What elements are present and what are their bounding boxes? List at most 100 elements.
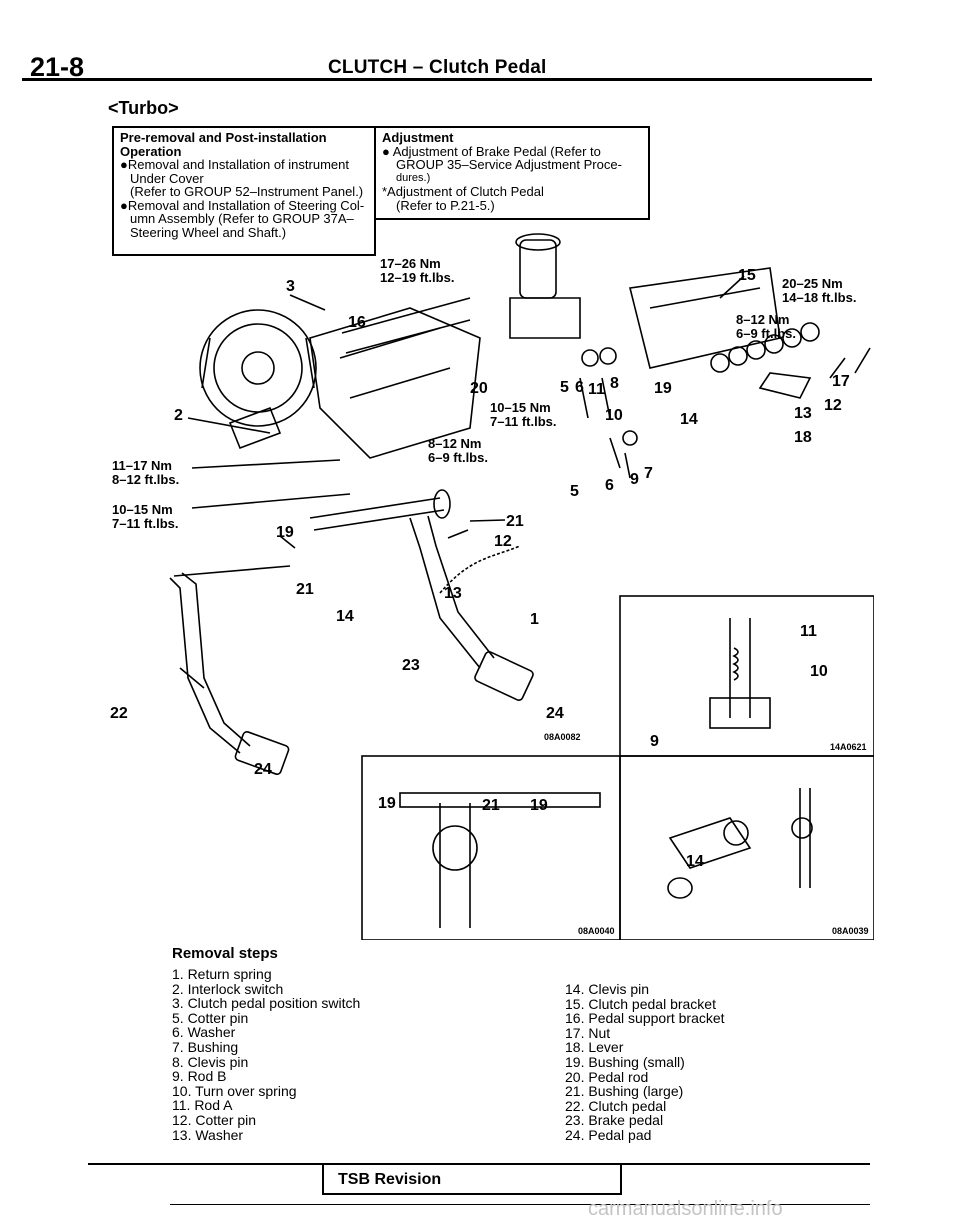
callout-number: 24 (254, 761, 272, 778)
torque-label: 7–11 ft.lbs. (112, 516, 178, 531)
figure-code: 08A0082 (544, 732, 581, 742)
callout-number: 13 (794, 405, 812, 422)
adjustment-line: GROUP 35–Service Adjustment Proce- (396, 157, 622, 172)
callout-number: 20 (470, 380, 488, 397)
callout-number: 19 (654, 380, 672, 397)
removal-step: 20. Pedal rod (565, 1068, 649, 1085)
adjustment-line: dures.) (396, 171, 431, 184)
pre-removal-box: Pre-removal and Post-installation Operat… (112, 126, 376, 256)
adjustment-line: ● Adjustment of Brake Pedal (Refer to (382, 143, 601, 159)
torque-label: 11–17 Nm (112, 458, 172, 473)
removal-step: 7. Bushing (172, 1038, 239, 1055)
figure-code: 08A0039 (832, 926, 869, 936)
removal-step: 18. Lever (565, 1039, 624, 1056)
torque-label: 7–11 ft.lbs. (490, 414, 556, 429)
pre-removal-line: (Refer to GROUP 52–Instrument Panel.) (130, 184, 364, 199)
removal-steps-right: 14. Clevis pin 15. Clutch pedal bracket … (565, 982, 725, 1143)
pre-removal-line: umn Assembly (Refer to GROUP 37A– (130, 211, 354, 226)
callout-number: 15 (738, 267, 756, 284)
callout-number: 17 (832, 373, 850, 390)
callout-number: 9 (630, 471, 639, 488)
removal-step: 12. Cotter pin (172, 1111, 257, 1128)
callout-number: 18 (794, 429, 812, 446)
callout-number: 22 (110, 705, 128, 722)
removal-step: 6. Washer (172, 1024, 236, 1041)
callout-number: 14 (686, 853, 704, 870)
callout-number: 14 (336, 608, 354, 625)
callout-number: 8 (610, 375, 619, 392)
callout-number: 1 (530, 611, 539, 628)
removal-step: 15. Clutch pedal bracket (565, 995, 716, 1012)
torque-label: 8–12 Nm (736, 312, 789, 327)
torque-label: 8–12 Nm (428, 436, 481, 451)
torque-label: 12–19 ft.lbs. (380, 270, 454, 285)
callout-number: 16 (348, 314, 366, 331)
callout-number: 19 (378, 795, 396, 812)
callout-number: 19 (530, 797, 548, 814)
torque-label: 10–15 Nm (490, 400, 551, 415)
torque-label: 10–15 Nm (112, 502, 173, 517)
removal-step: 13. Washer (172, 1126, 244, 1143)
removal-step: 17. Nut (565, 1024, 611, 1041)
removal-step: 2. Interlock switch (172, 980, 284, 997)
pre-removal-line: ●Removal and Installation of Steering Co… (120, 197, 365, 213)
callout-number: 14 (680, 411, 698, 428)
adjustment-line: *Adjustment of Clutch Pedal (382, 184, 544, 199)
callout-number: 11 (588, 381, 605, 398)
tsb-revision-box: TSB Revision (322, 1165, 622, 1195)
callout-number: 10 (810, 663, 828, 680)
figure-code: 14A0621 (830, 742, 867, 752)
removal-step: 19. Bushing (small) (565, 1053, 685, 1070)
callout-number: 11 (800, 623, 817, 640)
removal-step: 21. Bushing (large) (565, 1083, 684, 1100)
callout-number: 7 (644, 465, 653, 482)
callout-number: 5 (560, 379, 569, 396)
callout-number: 24 (546, 705, 564, 722)
removal-step: 16. Pedal support bracket (565, 1010, 725, 1027)
callout-number: 5 (570, 483, 579, 500)
callout-number: 12 (824, 397, 842, 414)
watermark: carmanualsonline.info (588, 1198, 783, 1220)
adjustment-heading: Adjustment (382, 130, 454, 145)
removal-step: 5. Cotter pin (172, 1009, 249, 1026)
removal-step: 22. Clutch pedal (565, 1097, 667, 1114)
figure-code: 08A0040 (578, 926, 615, 936)
pre-removal-line: Steering Wheel and Shaft.) (130, 224, 287, 240)
removal-step: 9. Rod B (172, 1068, 227, 1085)
page-number: 21-8 (30, 52, 85, 82)
callout-number: 9 (650, 733, 659, 750)
variant-label: <Turbo> (108, 98, 179, 118)
callout-number: 21 (482, 797, 500, 814)
torque-label: 20–25 Nm (782, 276, 843, 291)
pre-removal-line: ●Removal and Installation of instrument (120, 157, 349, 172)
removal-step: 24. Pedal pad (565, 1126, 652, 1143)
callout-number: 3 (286, 278, 295, 295)
adjustment-line: (Refer to P.21-5.) (396, 197, 495, 213)
callout-number: 21 (296, 581, 314, 598)
removal-step: 11. Rod A (172, 1097, 233, 1114)
removal-step: 3. Clutch pedal position switch (172, 995, 361, 1012)
bottom-rule (170, 1204, 870, 1205)
callout-number: 19 (276, 524, 294, 541)
page-title: CLUTCH – Clutch Pedal (328, 57, 547, 78)
callout-number: 6 (605, 477, 614, 494)
callout-number: 23 (402, 657, 420, 674)
callout-number: 21 (506, 513, 524, 530)
adjustment-box: Adjustment ● Adjustment of Brake Pedal (… (374, 126, 650, 220)
removal-step: 10. Turn over spring (172, 1082, 297, 1099)
removal-step: 8. Clevis pin (172, 1053, 249, 1070)
torque-label: 17–26 Nm (380, 256, 441, 271)
removal-step: 1. Return spring (172, 966, 272, 982)
callout-number: 2 (174, 407, 183, 424)
torque-label: 6–9 ft.lbs. (736, 326, 796, 341)
removal-steps-title: Removal steps (172, 945, 278, 962)
torque-label: 6–9 ft.lbs. (428, 450, 488, 465)
callout-number: 13 (444, 585, 462, 602)
header-rule (22, 78, 872, 81)
removal-steps-left: 1. Return spring 2. Interlock switch 3. … (172, 967, 360, 1142)
callout-number: 12 (494, 533, 512, 550)
removal-step: 23. Brake pedal (565, 1112, 664, 1129)
callout-number: 6 (575, 379, 584, 396)
callout-number: 10 (605, 407, 623, 424)
removal-step: 14. Clevis pin (565, 981, 650, 997)
